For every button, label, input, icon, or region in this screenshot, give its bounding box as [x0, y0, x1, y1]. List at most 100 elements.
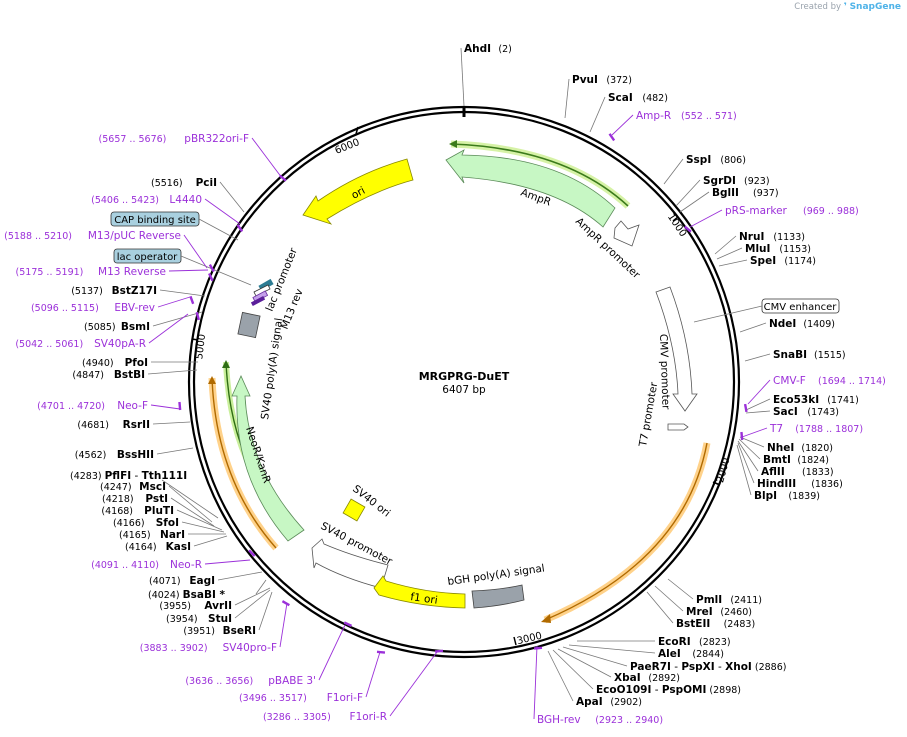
enzyme-position: (482)	[642, 93, 668, 104]
enzyme-site-bsteii: BstEII(2483)	[646, 591, 755, 630]
ampr-promoter-label: AmpR promoter	[573, 215, 643, 281]
enzyme-site-pluti: PluTI(4168)	[101, 505, 223, 531]
enzyme-site-scai: ScaI(482)	[589, 92, 668, 133]
enzyme-site-eco53ki: Eco53kI(1741)	[745, 394, 859, 411]
primer-range: (3286 .. 3305)	[263, 712, 331, 723]
enzyme-site-kasi: KasI(4164)	[125, 535, 228, 553]
primer-name: M13/pUC Reverse	[88, 230, 181, 242]
enzyme-site-pfoi: PfoI(4940)	[82, 357, 198, 369]
enzyme-name: PfoI	[125, 357, 148, 369]
primer-leader-line	[741, 427, 768, 438]
enzyme-name: BstBI	[114, 369, 145, 381]
enzyme-leader-line	[646, 591, 674, 624]
f1-ori-arrow	[373, 575, 466, 609]
primer-leader-line	[318, 624, 346, 681]
cap-binding-site-label: CAP binding site	[114, 215, 196, 226]
enzyme-leader-line	[234, 589, 271, 619]
enzyme-site-bglii: BglII(937)	[679, 187, 779, 213]
primer-name: CMV-F	[773, 375, 806, 387]
enzyme-position: (2460)	[720, 607, 752, 618]
primer-name: T7	[769, 423, 783, 435]
primer-range: (1788 .. 1807)	[795, 424, 863, 435]
enzyme-site-eagi: EagI(4071)	[149, 571, 263, 587]
enzyme-site-msci: MscI(4247)	[100, 481, 213, 523]
primer-cmv-f: CMV-F(1694 .. 1714)	[743, 375, 886, 413]
enzyme-site-bseri: BseRI(3951)	[183, 591, 273, 637]
enzyme-leader-line	[147, 369, 198, 375]
enzyme-site-pcii: PciI(5516)	[151, 177, 245, 213]
neor-arrow	[231, 375, 305, 542]
enzyme-position: (1839)	[788, 491, 820, 502]
enzyme-site-apai: ApaI(2902)	[547, 650, 642, 708]
primer-name: SV40pA-R	[94, 338, 146, 350]
primer-binding-mark	[208, 272, 214, 282]
enzyme-name: KasI	[166, 541, 191, 553]
primer-range: (5406 .. 5423)	[91, 195, 159, 206]
ampr-primer-line	[450, 143, 629, 207]
primer-leader-line	[389, 651, 438, 717]
primer-leader-line	[365, 651, 381, 698]
primer-amp-r: Amp-R(552 .. 571)	[608, 110, 737, 142]
primer-t7: T7 (1788 .. 1807)	[740, 423, 863, 441]
primer-binding-mark	[208, 264, 215, 273]
enzyme-name: AhdI	[464, 43, 491, 55]
enzyme-position: (372)	[606, 75, 632, 86]
primer-leader-line	[251, 137, 283, 179]
primer-name: SV40pro-F	[223, 642, 277, 654]
enzyme-position: (1174)	[784, 256, 816, 267]
enzyme-name: PvuI	[572, 74, 598, 86]
primer-layer: Amp-R(552 .. 571) pRS-marker (969 .. 988) C…	[4, 110, 886, 726]
watermark-brand: SnapGene	[849, 2, 901, 12]
enzyme-site-pmli: PmlI(2411)	[667, 578, 762, 606]
enzyme-leader-line	[738, 438, 761, 460]
enzyme-position: (2844)	[692, 649, 724, 660]
enzyme-position: (4681)	[77, 420, 109, 431]
primer-binding-mark	[281, 600, 290, 607]
enzyme-site-snabi: SnaBI(1515)	[744, 349, 846, 362]
enzyme-name: MreI	[686, 606, 713, 618]
plasmid-length: 6407 bp	[442, 384, 486, 396]
primer-name: Neo-F	[117, 400, 148, 412]
primer-range: (552 .. 571)	[681, 111, 737, 122]
primer-leader-line	[183, 234, 208, 269]
enzyme-name: SgrDI	[703, 175, 736, 187]
enzyme-site-bstz17i: BstZ17I(5137)	[71, 285, 206, 297]
enzyme-site-pvui: PvuI (372)	[564, 74, 632, 119]
snapgene-logo-icon: ❜	[843, 2, 847, 12]
enzyme-leader-line	[564, 78, 570, 119]
enzyme-name: BmtI	[763, 454, 791, 466]
primer-name: pRS-marker	[725, 205, 788, 217]
enzyme-leader-line	[217, 571, 263, 581]
enzyme-site-nrui: NruI(1133)	[714, 231, 805, 255]
primer-prs-marker: pRS-marker (969 .. 988)	[684, 205, 859, 233]
primer-leader-line	[611, 114, 634, 136]
primer-range: (2923 .. 2940)	[595, 715, 663, 726]
enzyme-site-ecori: EcoRI(2823)	[577, 636, 731, 648]
primer-leader-line	[533, 645, 538, 720]
enzyme-combo-text: (4024) BsaBI *	[148, 589, 226, 601]
primer-bgh-rev: BGH-rev(2923 .. 2940)	[533, 645, 663, 726]
enzyme-leader-line	[739, 436, 765, 448]
enzyme-name: PciI	[196, 177, 217, 189]
enzyme-site-bmti: BmtI(1824)	[738, 438, 829, 466]
enzyme-site-rsrii: RsrII(4681)	[77, 419, 191, 431]
enzyme-name: Eco53kI	[773, 394, 819, 406]
sv40-ori-box	[342, 498, 366, 522]
enzyme-site-pflfi-tth111i: (4283) PflFI - Tth111I	[70, 470, 219, 519]
enzyme-site-mrei: MreI (2460)	[654, 585, 752, 618]
enzyme-leader-line	[258, 591, 273, 631]
m13-rev-box	[250, 295, 266, 307]
primer-name: Neo-R	[170, 559, 202, 571]
neor-orange-line	[211, 377, 277, 549]
enzyme-layer: AhdI(2)PvuI(372)ScaI(482)SspI(806)SgrDI(…	[71, 43, 859, 708]
enzyme-name: AleI	[658, 648, 681, 660]
primer-binding-mark	[195, 311, 201, 321]
enzyme-position: (923)	[744, 176, 770, 187]
primer-name: L4440	[169, 194, 202, 206]
primer-range: (4701 .. 4720)	[37, 401, 105, 412]
primer-range: (969 .. 988)	[803, 206, 859, 217]
enzyme-name: BseRI	[223, 625, 256, 637]
enzyme-position: (1743)	[807, 407, 839, 418]
enzyme-leader-line	[675, 179, 701, 207]
enzyme-site-aflii: AflII(1833)	[737, 440, 834, 478]
